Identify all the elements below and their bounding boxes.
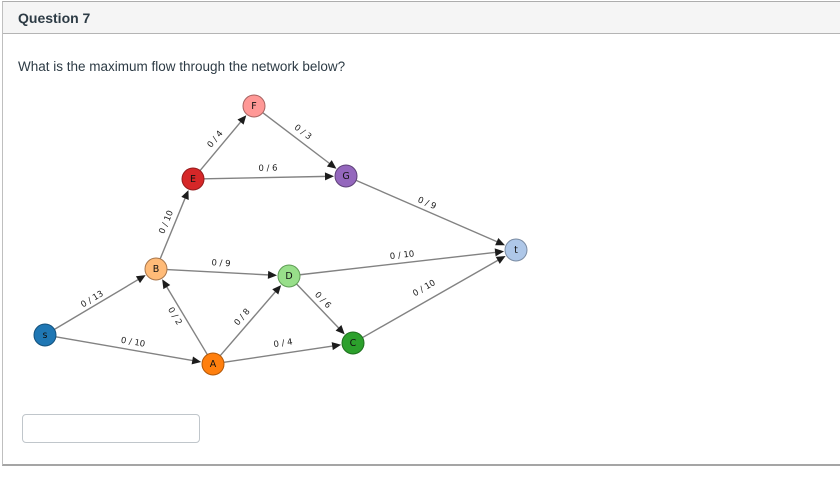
edge-G-t xyxy=(355,179,499,244)
edge-D-t xyxy=(299,251,498,276)
edge-B-D xyxy=(166,268,271,276)
edge-label-A-D: 0 / 8 xyxy=(233,307,253,328)
question-card: Question 7 What is the maximum flow thro… xyxy=(2,1,840,466)
edge-label-s-A: 0 / 10 xyxy=(120,336,146,350)
edge-label-C-t: 0 / 10 xyxy=(411,278,437,299)
arrowhead-A-C xyxy=(331,342,342,351)
node-label-C: C xyxy=(350,338,357,349)
arrowhead-C-t xyxy=(495,255,506,264)
question-header: Question 7 xyxy=(3,2,840,34)
node-G xyxy=(334,164,358,188)
edge-B-E xyxy=(159,196,187,260)
edge-label-B-D: 0 / 9 xyxy=(211,258,231,269)
arrowhead-E-F xyxy=(237,115,247,125)
arrowhead-G-t xyxy=(495,237,505,246)
edge-A-B xyxy=(165,284,208,355)
edge-label-F-G: 0 / 3 xyxy=(292,123,313,143)
node-B xyxy=(144,257,168,281)
node-label-D: D xyxy=(285,271,292,282)
arrowhead-D-C xyxy=(335,325,345,335)
edge-label-E-F: 0 / 4 xyxy=(206,129,226,150)
question-title: Question 7 xyxy=(18,9,91,26)
node-D xyxy=(277,264,301,288)
node-A xyxy=(201,352,225,376)
edge-E-G xyxy=(203,175,328,180)
arrowhead-B-E xyxy=(181,190,189,200)
edge-A-C xyxy=(223,345,335,364)
node-label-t: t xyxy=(514,245,518,256)
node-t xyxy=(504,238,528,262)
node-label-E: E xyxy=(190,174,196,185)
answer-input[interactable] xyxy=(22,414,200,443)
edge-label-E-G: 0 / 6 xyxy=(258,164,277,174)
edge-C-t xyxy=(362,258,500,339)
node-label-B: B xyxy=(153,264,160,275)
node-s xyxy=(33,323,57,347)
arrowhead-A-D xyxy=(272,285,282,295)
node-C xyxy=(341,331,365,355)
arrowhead-E-G xyxy=(324,172,335,181)
node-label-A: A xyxy=(210,359,217,370)
edge-label-A-C: 0 / 4 xyxy=(273,337,293,350)
edge-E-F xyxy=(199,120,243,172)
edge-label-D-t: 0 / 10 xyxy=(389,249,414,262)
edge-A-D xyxy=(219,289,278,357)
arrowhead-B-D xyxy=(267,270,278,279)
edge-label-G-t: 0 / 9 xyxy=(416,195,437,212)
edge-F-G xyxy=(262,112,332,166)
edge-label-D-C: 0 / 6 xyxy=(312,290,332,311)
arrowhead-s-A xyxy=(191,356,202,365)
node-label-G: G xyxy=(342,171,349,182)
edge-s-A xyxy=(55,336,195,362)
arrowhead-F-G xyxy=(326,160,337,169)
edge-s-B xyxy=(54,278,141,330)
edge-D-C xyxy=(296,283,341,330)
edge-label-B-E: 0 / 10 xyxy=(157,209,176,235)
question-text: What is the maximum flow through the net… xyxy=(18,59,346,74)
arrowhead-D-t xyxy=(494,248,505,257)
node-label-F: F xyxy=(251,101,256,112)
node-E xyxy=(181,167,205,191)
node-F xyxy=(242,94,266,118)
arrowhead-A-B xyxy=(162,279,171,290)
arrowhead-s-B xyxy=(135,275,146,284)
edge-label-A-B: 0 / 2 xyxy=(165,306,183,328)
node-label-s: s xyxy=(43,330,48,341)
